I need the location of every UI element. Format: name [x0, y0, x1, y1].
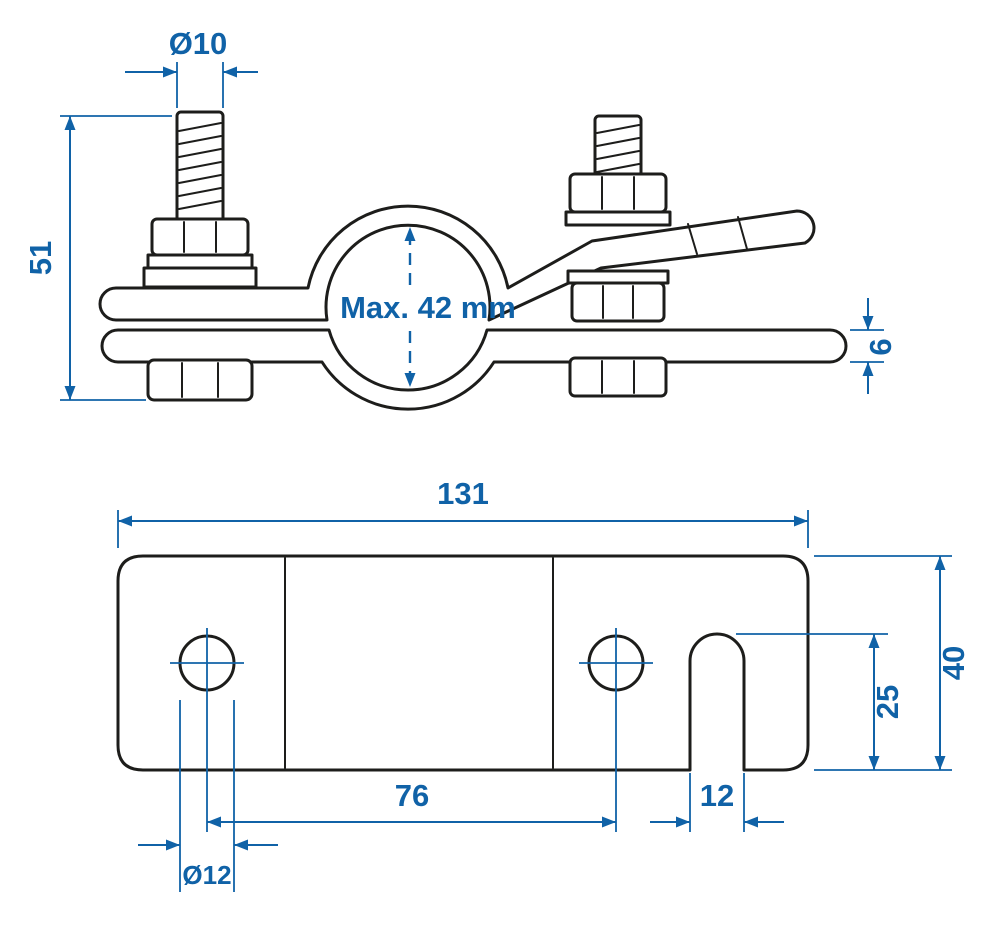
dim-plate-length-label: 131 — [437, 476, 489, 511]
clamp-side-view: Ø10 51 Max. 42 mm 6 — [23, 26, 898, 411]
dim-bolt-diameter-label: Ø10 — [169, 26, 228, 61]
plate-top-view: 131 40 25 76 — [116, 476, 971, 892]
clamp-upper-strap — [98, 204, 816, 322]
hole-right-centermark — [579, 628, 653, 832]
dim-slot-depth: 25 — [736, 633, 905, 770]
hole-left-centermark — [170, 628, 244, 832]
dim-slot-width: 12 — [650, 773, 784, 832]
dim-hole-diameter-label: Ø12 — [182, 860, 231, 890]
dim-overall-height: 51 — [23, 115, 172, 401]
dim-slot-depth-label: 25 — [870, 685, 905, 719]
dim-plate-width-label: 40 — [936, 646, 971, 680]
plate-outline — [116, 554, 810, 772]
thread-hatching-right — [596, 124, 640, 173]
dim-hole-distance-label: 76 — [395, 778, 429, 813]
dim-plate-width: 40 — [814, 555, 971, 771]
hex-nut-bottom-left — [146, 358, 254, 402]
thread-hatching-left — [178, 122, 222, 210]
clamp-lower-strap — [100, 328, 848, 411]
dim-overall-height-label: 51 — [23, 241, 58, 275]
dim-strap-thickness: 6 — [850, 298, 898, 394]
hex-nut-top-left — [150, 217, 250, 257]
dim-hole-diameter: Ø12 — [138, 700, 278, 892]
tail-bend-marks — [687, 216, 748, 255]
hex-nut-top-right — [568, 172, 668, 214]
hex-nut-middle-right — [566, 269, 670, 323]
hex-nut-bottom-right — [568, 356, 668, 398]
dim-strap-thickness-label: 6 — [863, 338, 898, 355]
dim-bolt-diameter: Ø10 — [125, 26, 258, 108]
washer-top-right — [564, 210, 672, 227]
bolt-thread-right — [593, 114, 643, 180]
dim-hole-distance: 76 — [207, 778, 616, 828]
dim-slot-width-label: 12 — [700, 778, 734, 813]
washer-stack-left — [142, 253, 258, 289]
dim-plate-length: 131 — [117, 476, 809, 548]
dim-max-pipe-diameter: Max. 42 mm — [340, 227, 516, 387]
dim-max-pipe-diameter-label: Max. 42 mm — [340, 290, 516, 325]
bolt-thread-left — [175, 110, 225, 228]
